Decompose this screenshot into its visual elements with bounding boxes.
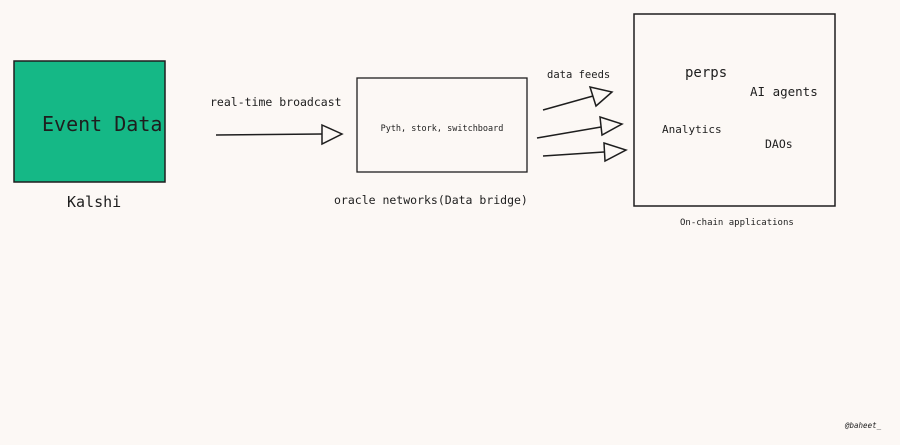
oracle-box xyxy=(356,77,528,173)
broadcast-label: real-time broadcast xyxy=(210,95,342,109)
kalshi-caption: Kalshi xyxy=(67,193,121,211)
app-analytics: Analytics xyxy=(662,123,722,136)
oracle-caption: oracle networks(Data bridge) xyxy=(334,193,528,207)
data-feed-arrow-3 xyxy=(542,141,628,163)
event-data-box xyxy=(13,60,166,183)
apps-caption: On-chain applications xyxy=(680,218,794,228)
data-feeds-label: data feeds xyxy=(547,69,610,81)
oracle-content: Pyth, stork, switchboard xyxy=(381,124,504,134)
app-daos: DAOs xyxy=(765,137,793,151)
data-feed-arrow-1 xyxy=(542,85,614,111)
signature: @baheet_ xyxy=(844,421,882,430)
apps-box xyxy=(633,13,836,207)
app-perps: perps xyxy=(685,65,727,81)
broadcast-arrow xyxy=(215,123,344,146)
app-ai-agents: AI agents xyxy=(750,84,818,99)
data-feed-arrow-2 xyxy=(536,115,624,139)
event-data-label: Event Data xyxy=(42,112,162,136)
